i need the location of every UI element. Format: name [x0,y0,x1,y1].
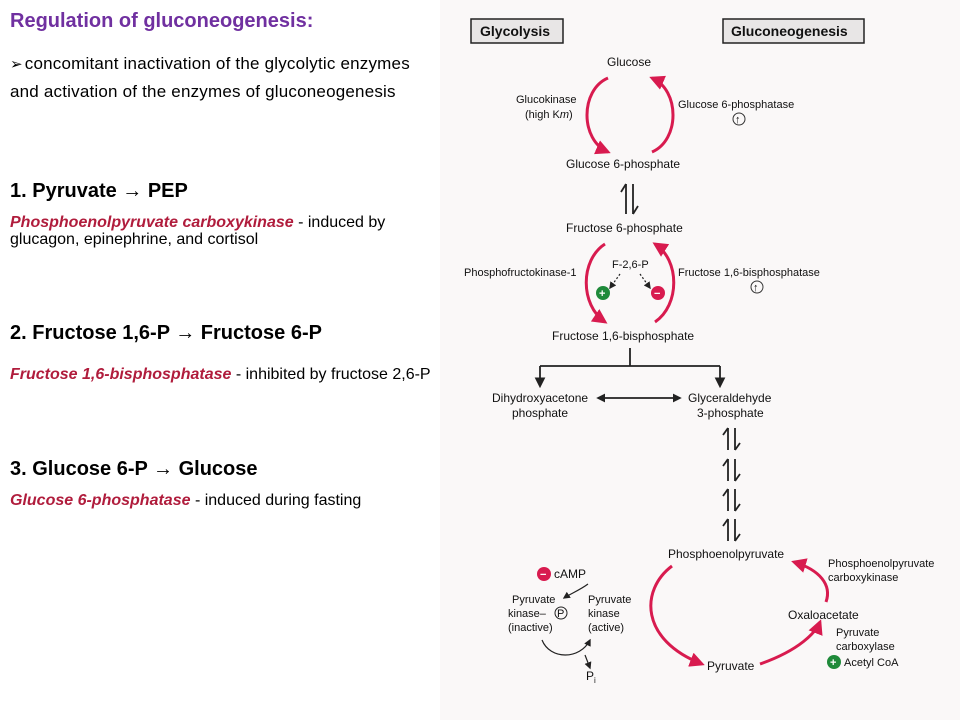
camp-arrow [562,583,589,599]
pathway-svg: Glycolysis Gluconeogenesis Glucose Gluco… [464,18,934,685]
pk-active-line1: Pyruvate [588,594,631,606]
pfk1-arc [584,242,608,324]
minus-icon [651,286,665,300]
equilibrium-arrow-2 [722,427,741,451]
glucose-6-phosphate-label: Glucose 6-phosphate [566,157,680,171]
pfk1-label: Phosphofructokinase-1 [464,267,577,279]
fbpase-arc [652,242,676,324]
step-3-enzyme: Glucose 6-phosphatase [10,492,191,509]
slide-title: Regulation of gluconeogenesis: [10,10,314,32]
f26p-activation-arrow [609,273,621,290]
glycolysis-header: Glycolysis [480,23,550,39]
minus-sign-2: − [540,569,546,581]
pepck-label-line2: carboxykinase [828,572,898,584]
step-1-description: Phosphoenolpyruvate carboxykinase - indu… [10,214,435,248]
f26p-inhibition-arrow [639,273,651,290]
pyruvate-carboxylase-label-line1: Pyruvate [836,627,879,639]
intro-bullet: ➢concomitant inactivation of the glycoly… [10,50,435,106]
plus-icon [596,286,610,300]
pi-release-arrow [584,654,592,670]
pep-label: Phosphoenolpyruvate [668,547,784,561]
pepck-label-line1: Phosphoenolpyruvate [828,558,934,570]
glucose-6-phosphatase-arc [649,75,675,154]
glycolysis-header-box [470,18,564,44]
pyruvate-kinase-arc [649,564,705,667]
equilibrium-arrow-4 [722,488,741,512]
fructose-6-phosphate-label: Fructose 6-phosphate [566,221,683,235]
fructose-bisphosphate-label: Fructose 1,6-bisphosphate [552,329,694,343]
glucokinase-label: Glucokinase [516,94,577,106]
up-arrow-icon: ↑ [753,282,759,294]
step-2-text: - inhibited by fructose 2,6-P [231,366,431,383]
gluconeogenesis-header-box [722,18,865,44]
plus-sign-2: + [830,657,836,669]
pk-inactive-line3: (inactive) [508,622,553,634]
step-3-heading: 3. Glucose 6-P → Glucose [10,458,258,480]
gap-label-line2: 3-phosphate [697,406,764,420]
gluconeogenesis-header: Gluconeogenesis [731,23,848,39]
pyruvate-label: Pyruvate [707,659,755,673]
plus-sign-1: + [599,288,605,300]
glucokinase-km: (high Km) [525,109,573,121]
step-3-description: Glucose 6-phosphatase - induced during f… [10,492,435,509]
pathway-diagram: Glycolysis Gluconeogenesis Glucose Gluco… [440,0,960,720]
fbpase-label: Fructose 1,6-bisphosphatase [678,267,820,279]
step-1-heading: 1. Pyruvate → PEP [10,180,188,202]
minus-icon [537,567,551,581]
pk-active-line3: (active) [588,622,624,634]
pk-inactive-line2: kinase– [508,608,547,620]
camp-label: cAMP [554,567,586,581]
glucose-6-phosphatase-label: Glucose 6-phosphatase [678,99,794,111]
equilibrium-arrow-1 [620,183,639,215]
equilibrium-arrow-3 [722,458,741,482]
pk-inactive-line1: Pyruvate [512,594,555,606]
dephosphorylation-arrow [541,638,591,656]
aldolase-split [540,348,720,367]
step-2-description: Fructose 1,6-bisphosphatase - inhibited … [10,366,435,383]
pepck-arc [791,558,829,603]
step-2-enzyme: Fructose 1,6-bisphosphatase [10,366,232,383]
intro-text: concomitant inactivation of the glycolyt… [10,54,410,101]
phosphate-circle-icon [554,606,568,620]
step-2-heading: 2. Fructose 1,6-P → Fructose 6-P [10,322,322,344]
glucokinase-arc [585,76,611,155]
plus-icon [827,655,841,669]
acetyl-coa-label: Acetyl CoA [844,657,899,669]
gap-label-line1: Glyceraldehyde [688,391,772,405]
up-arrow-icon: ↑ [735,114,741,126]
step-1-enzyme: Phosphoenolpyruvate carboxykinase [10,214,294,231]
f26p-label: F-2,6-P [612,259,649,271]
dhap-label-line2: phosphate [512,406,568,420]
dhap-label-line1: Dihydroxyacetone [492,391,588,405]
equilibrium-arrow-5 [722,518,741,542]
glucose-label: Glucose [607,55,651,69]
arrow-bullet-icon: ➢ [10,55,23,73]
pi-label: Pi [586,669,596,685]
oxaloacetate-label: Oxaloacetate [788,608,859,622]
pyruvate-carboxylase-label-line2: carboxylase [836,641,895,653]
pk-active-line2: kinase [588,608,620,620]
induced-marker-1 [732,112,746,126]
induced-marker-2 [750,280,764,294]
phosphate-symbol: P [557,608,564,620]
minus-sign-1: − [654,288,660,300]
pyruvate-carboxylase-arc [759,619,823,666]
step-3-text: - induced during fasting [190,492,362,509]
step-1-text: - induced by glucagon, epinephrine, and … [10,214,386,248]
